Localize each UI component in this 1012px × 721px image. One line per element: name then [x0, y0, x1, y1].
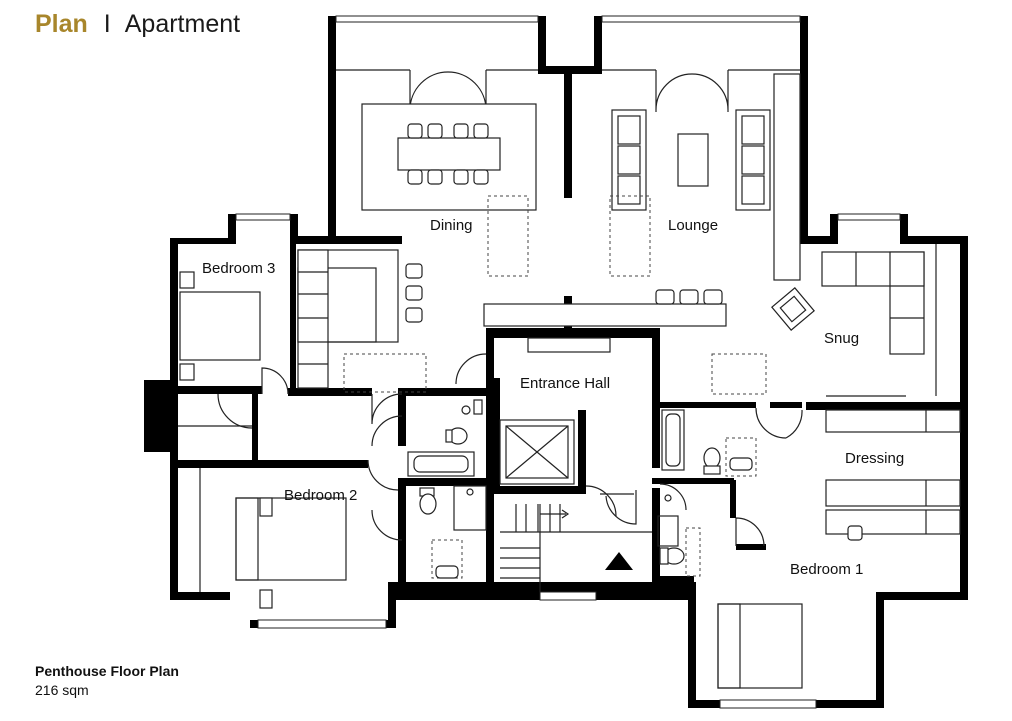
doors [217, 70, 803, 547]
floor-area: 216 sqm [35, 682, 89, 698]
core-stairs-lift [499, 337, 652, 592]
bedroom1-furniture [717, 603, 803, 689]
bedroom3-furniture [178, 271, 261, 427]
dining-furniture [361, 103, 537, 277]
header-title: Plan [35, 10, 88, 38]
kitchen-furniture [297, 249, 767, 395]
room-label-lounge: Lounge [668, 217, 718, 234]
room-label-bedroom-2: Bedroom 2 [284, 487, 357, 504]
snug-furniture [771, 244, 937, 396]
bathroom-fixtures [407, 399, 757, 579]
plan-footer: Penthouse Floor Plan 216 sqm [35, 662, 179, 700]
walls [144, 16, 968, 708]
dressing-furniture [825, 409, 961, 541]
room-label-dining: Dining [430, 217, 473, 234]
entrance-triangle-icon [605, 552, 633, 570]
room-label-snug: Snug [824, 330, 859, 347]
room-labels: Dining Lounge Bedroom 3 Snug Entrance Ha… [202, 217, 904, 578]
room-label-bedroom-1: Bedroom 1 [790, 561, 863, 578]
windows [235, 15, 906, 709]
header-separator: I [103, 10, 111, 38]
room-label-bedroom-3: Bedroom 3 [202, 260, 275, 277]
page-header: Plan I Apartment [35, 8, 240, 40]
room-label-dressing: Dressing [845, 450, 904, 467]
bedroom2-furniture [199, 468, 347, 609]
header-subtitle: Apartment [124, 10, 241, 38]
floor-plan-title: Penthouse Floor Plan [35, 663, 179, 679]
room-label-entrance-hall: Entrance Hall [520, 375, 610, 392]
lounge-furniture [609, 73, 801, 281]
